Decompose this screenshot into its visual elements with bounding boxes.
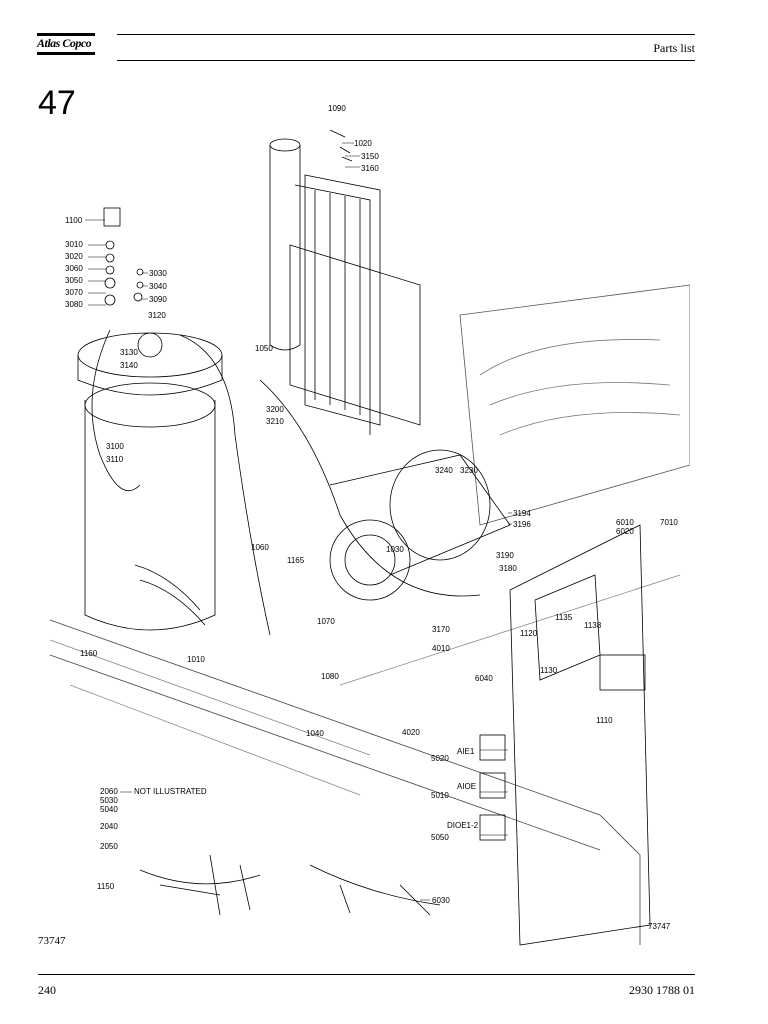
header-rule-bottom [117,60,695,61]
callout-3170: 3170 [432,625,450,634]
callout-3040: 3040 [149,282,167,291]
callout-3196: 3196 [513,520,531,529]
callout-2040: 2040 [100,822,118,831]
callout-3120: 3120 [148,311,166,320]
note-number-5040: 5040 [100,805,118,814]
footer-rule [38,974,695,975]
callout-3090: 3090 [149,295,167,304]
callout-3080: 3080 [65,300,83,309]
callout-3070: 3070 [65,288,83,297]
callout-3240: 3240 [435,466,453,475]
callout-1080: 1080 [321,672,339,681]
callout-1165: 1165 [287,556,305,565]
module-label-aioe: AIOE [457,782,476,791]
callout-5050: 5050 [431,833,449,842]
callout-1130: 1130 [540,666,558,675]
callout-3010: 3010 [65,240,83,249]
callout-3140: 3140 [120,361,138,370]
module-label-aie1: AIE1 [457,747,475,756]
diagram-artwork [49,129,690,946]
callout-1138: 1138 [584,621,602,630]
callout-1090: 1090 [328,104,346,113]
note-text: NOT ILLUSTRATED [134,787,207,796]
leader-lines [85,142,512,901]
callout-1030: 1030 [386,545,404,554]
callout-3230: 3230 [460,466,478,475]
callout-2050: 2050 [100,842,118,851]
callout-3190: 3190 [496,551,514,560]
callout-7010: 7010 [660,518,678,527]
callout-3110: 3110 [106,455,124,464]
callout-3160: 3160 [361,164,379,173]
callout-labels: 1090 1020 3150 3160 1100 3010 3020 3060 … [65,104,678,905]
callout-3100: 3100 [106,442,124,451]
callout-1120: 1120 [520,629,538,638]
note-number-2060: 2060 [100,787,118,796]
callout-1050: 1050 [255,344,273,353]
callout-3060: 3060 [65,264,83,273]
callout-3130: 3130 [120,348,138,357]
callout-1020: 1020 [354,139,372,148]
callout-3194: 3194 [513,509,531,518]
inner-drawing-number: 73747 [648,922,671,931]
callout-3210: 3210 [266,417,284,426]
callout-1135: 1135 [555,613,573,622]
callout-1040: 1040 [306,729,324,738]
callout-4020: 4020 [402,728,420,737]
module-label-dioe: DIOE1-2 [447,821,479,830]
callout-4010: 4010 [432,644,450,653]
logo-text: Atlas Copco [37,36,92,50]
drawing-number: 73747 [38,935,66,947]
callout-1070: 1070 [317,617,335,626]
not-illustrated-note: 2060 NOT ILLUSTRATED 5030 5040 [100,787,207,814]
callout-1160: 1160 [80,649,98,658]
logo-bar-top [37,33,95,36]
callout-3200: 3200 [266,405,284,414]
callout-6020: 6020 [616,527,634,536]
callout-1110: 1110 [596,716,613,725]
page-number: 240 [38,983,56,997]
logo-bar-bottom [37,52,95,55]
header-rule-top [117,34,695,35]
header-title: Parts list [653,41,695,55]
callout-6010: 6010 [616,518,634,527]
callout-3180: 3180 [499,564,517,573]
callout-1010: 1010 [187,655,205,664]
module-labels: AIE1 AIOE DIOE1-2 [447,747,479,830]
callout-3150: 3150 [361,152,379,161]
callout-6030: 6030 [432,896,450,905]
callout-6040: 6040 [475,674,493,683]
callout-1150: 1150 [97,882,115,891]
callout-3030: 3030 [149,269,167,278]
section-number: 47 [38,84,76,122]
callout-3050: 3050 [65,276,83,285]
note-number-5030: 5030 [100,796,118,805]
atlas-copco-logo: Atlas Copco [37,33,95,61]
document-number: 2930 1788 01 [629,983,695,997]
callout-1100: 1100 [65,216,83,225]
callout-3020: 3020 [65,252,83,261]
callout-5020: 5020 [431,754,449,763]
callout-5010: 5010 [431,791,449,800]
exploded-parts-diagram: 1090 1020 3150 3160 1100 3010 3020 3060 … [49,104,690,946]
callout-1060: 1060 [251,543,269,552]
